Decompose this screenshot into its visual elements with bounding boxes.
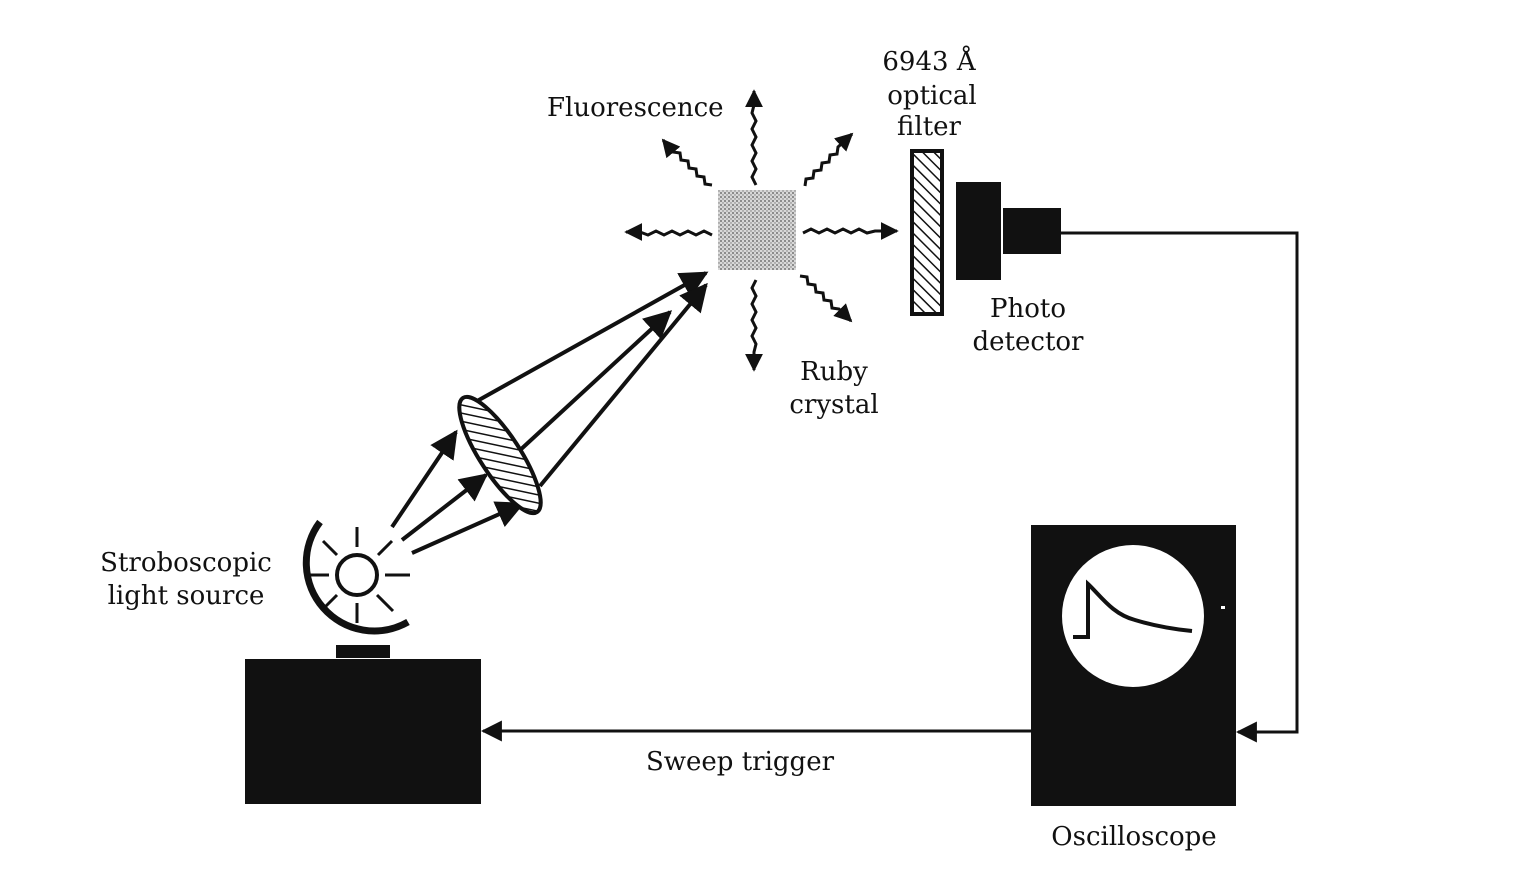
lamp-rays (309, 527, 410, 623)
beam-source-to-lens-1 (390, 429, 458, 529)
lamp-bulb (335, 553, 379, 597)
label-ruby: Ruby (800, 357, 868, 387)
strobe-power-unit (245, 659, 481, 804)
beam-lens-to-crystal-2 (516, 310, 673, 454)
label-detector: detector (973, 327, 1085, 357)
label-filter-filter: filter (897, 112, 961, 142)
photo-detector (956, 182, 1061, 280)
fluorescence-ray-lower-right (799, 274, 853, 323)
light-beams (390, 271, 709, 555)
detector-signal-wire (1061, 231, 1299, 743)
lamp-mount (336, 645, 390, 658)
label-light-source: light source (108, 581, 265, 611)
optical-filter (910, 149, 944, 316)
labels: Fluorescence 6943 Å optical filter Photo… (100, 45, 1217, 852)
focusing-lens (457, 394, 543, 516)
fluorescence-ray-upper-right (803, 132, 854, 187)
label-filter-wavelength: 6943 Å (882, 45, 976, 77)
label-fluorescence: Fluorescence (547, 93, 724, 123)
ruby-crystal (718, 190, 796, 270)
fluorescence-ray-upper-left (661, 138, 713, 187)
label-filter-optical: optical (887, 81, 976, 111)
fluorescence-ray-up (745, 89, 763, 186)
fluorescence-ray-left (624, 223, 713, 241)
oscilloscope (1031, 525, 1236, 806)
label-stroboscopic: Stroboscopic (100, 548, 272, 578)
beam-source-to-lens-3 (411, 501, 525, 555)
fluorescence-ray-right (802, 222, 899, 240)
beam-lens-to-crystal-1 (469, 271, 709, 407)
fluorescence-rays (624, 89, 899, 372)
fluorescence-ray-down (745, 279, 763, 372)
decay-trace (1073, 579, 1193, 639)
beam-lens-to-crystal-3 (538, 282, 708, 488)
stroboscopic-light-source (245, 519, 481, 804)
label-sweep-trigger: Sweep trigger (646, 747, 835, 777)
beam-source-to-lens-2 (400, 473, 489, 542)
label-photo: Photo (990, 294, 1066, 324)
label-oscilloscope: Oscilloscope (1051, 822, 1216, 852)
label-crystal: crystal (789, 390, 878, 420)
oscilloscope-screen (1062, 545, 1204, 687)
